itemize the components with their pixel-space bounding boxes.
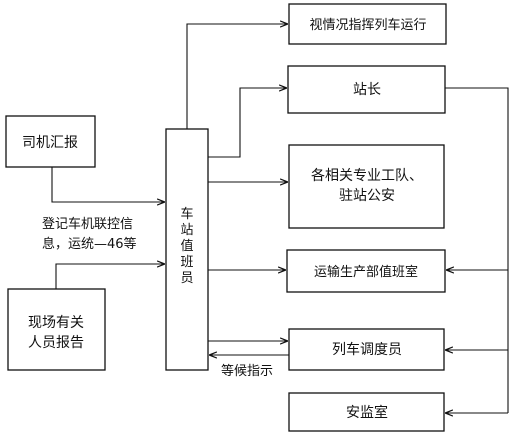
edge-onsite-to-duty (55, 264, 164, 289)
dispatcher-node: 列车调度员 (288, 328, 445, 371)
observe-direct-node: 视情况指挥列车运行 (288, 3, 447, 45)
station-master-node: 站长 (287, 65, 446, 114)
production-office-label: 运输生产部值班室 (314, 264, 418, 280)
edge-duty-to-station-master (208, 88, 286, 158)
observe-direct-label: 视情况指挥列车运行 (309, 17, 426, 33)
production-office-node: 运输生产部值班室 (286, 249, 446, 293)
driver-report-node: 司机汇报 (5, 115, 96, 168)
station-duty-char-4: 班 (180, 255, 193, 270)
station-duty-char-3: 值 (180, 238, 193, 254)
teams-police-node: 各相关专业工队、 驻站公安 (288, 144, 445, 229)
teams-police-label-line2: 驻站公安 (339, 188, 395, 204)
safety-office-label: 安监室 (346, 404, 388, 421)
edge-driver-to-duty (51, 167, 164, 202)
onsite-report-label-line2: 人员报告 (28, 335, 84, 351)
safety-office-node: 安监室 (288, 392, 445, 432)
right-bus-line (445, 87, 509, 413)
onsite-report-node: 现场有关 人员报告 (7, 288, 106, 371)
edge-duty-to-observe-direct (186, 24, 287, 129)
station-master-label: 站长 (353, 82, 381, 98)
teams-police-label-line1: 各相关专业工队、 (311, 168, 423, 184)
station-duty-node: 车 站 值 班 员 (165, 128, 209, 371)
onsite-report-label-line1: 现场有关 (28, 315, 84, 331)
register-info-label-line1: 登记车机联控信 (42, 216, 133, 232)
station-duty-char-5: 员 (180, 271, 193, 286)
await-instructions-label: 等候指示 (221, 363, 273, 379)
dispatcher-label: 列车调度员 (332, 341, 402, 358)
station-duty-char-2: 站 (180, 223, 193, 238)
station-duty-char-1: 车 (180, 206, 193, 222)
register-info-label-line2: 息，运统—46等 (42, 236, 137, 252)
driver-report-label: 司机汇报 (22, 135, 78, 151)
